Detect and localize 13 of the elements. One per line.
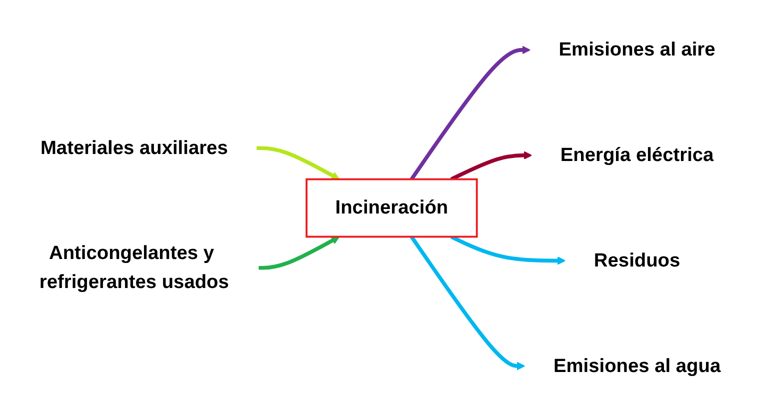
arrow: [450, 235, 566, 265]
node-box: Incineración: [306, 178, 478, 238]
arrow: [410, 236, 526, 370]
arrow: [410, 46, 530, 180]
arrow: [258, 236, 340, 270]
arrow: [450, 151, 532, 181]
arrow: [256, 146, 340, 180]
node-text: Energía eléctrica: [560, 144, 714, 166]
node-text: Materiales auxiliares: [40, 138, 228, 159]
node-text: Emisiones al aire: [558, 39, 716, 61]
node-text: Anticongelantes y refrigerantes usados: [39, 242, 229, 293]
node-text: Residuos: [594, 250, 680, 272]
node-text: Emisiones al agua: [553, 355, 721, 377]
